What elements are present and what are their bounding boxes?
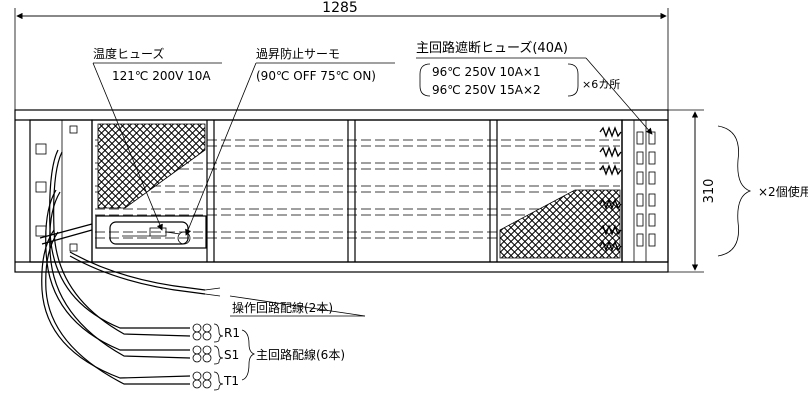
main-wiring-label: 主回路配線(6本) [256, 347, 345, 362]
svg-text:(90℃ OFF 75℃ ON): (90℃ OFF 75℃ ON) [256, 69, 376, 83]
height-dimension-label: 310 [702, 179, 717, 204]
usage-quantity: ×2個使用 [758, 184, 808, 199]
svg-text:操作回路配線(2本): 操作回路配線(2本) [232, 300, 333, 315]
svg-text:温度ヒューズ: 温度ヒューズ [93, 46, 164, 61]
svg-text:過昇防止サーモ: 過昇防止サーモ [256, 46, 340, 61]
terminal-label-t1: T1 [223, 374, 239, 388]
terminal-label-s1: S1 [224, 348, 239, 362]
heater-body [14, 109, 669, 273]
terminal-label-r1: R1 [224, 326, 240, 340]
svg-text:96℃ 250V 15A×2: 96℃ 250V 15A×2 [432, 83, 541, 97]
svg-text:主回路遮断ヒューズ(40A): 主回路遮断ヒューズ(40A) [416, 40, 568, 56]
thermostat-callout: 過昇防止サーモ (90℃ OFF 75℃ ON) [185, 46, 395, 236]
width-dimension: 1285 [14, 0, 669, 110]
main-wiring [39, 149, 191, 385]
spring-fuses [599, 126, 622, 252]
width-dimension-label: 1285 [322, 0, 358, 16]
terminal-braces [213, 323, 256, 391]
ring-terminals [192, 323, 212, 389]
svg-text:×6カ所: ×6カ所 [582, 78, 620, 91]
fuse-terminals [636, 131, 656, 247]
main-fuse-callout: 主回路遮断ヒューズ(40A) 96℃ 250V 10A×1 96℃ 250V 1… [416, 40, 653, 135]
svg-text:96℃ 250V 10A×1: 96℃ 250V 10A×1 [432, 65, 541, 79]
temp-fuse-callout: 温度ヒューズ 121℃ 200V 10A [92, 46, 222, 231]
svg-text:121℃ 200V 10A: 121℃ 200V 10A [112, 69, 211, 83]
control-wiring: 操作回路配線(2本) [69, 251, 366, 317]
mesh-guard-right [499, 189, 621, 259]
height-dimension: 310 [668, 109, 752, 273]
mesh-guard-left [97, 123, 206, 209]
